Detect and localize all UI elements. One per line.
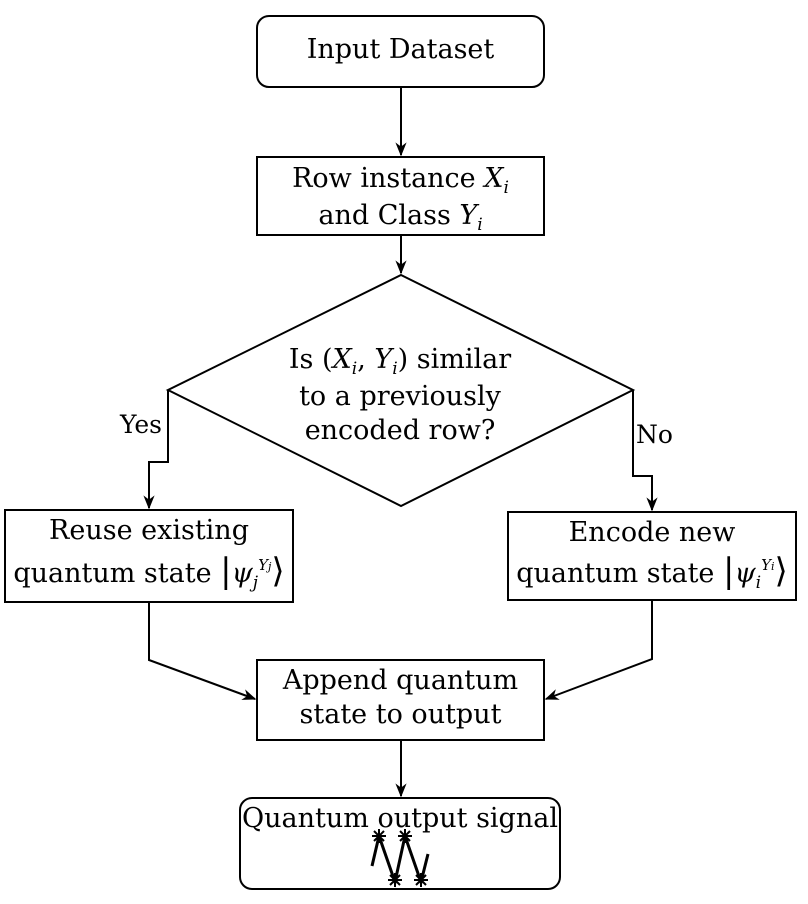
edge-decision-no: [632, 390, 658, 512]
edge-label-yes: Yes: [120, 410, 162, 439]
input-dataset-text: Input Dataset: [306, 34, 495, 65]
psi-sub: j: [252, 573, 259, 593]
psi-sup-sub: i: [771, 560, 775, 573]
append-line1: Append quantum: [282, 665, 519, 696]
decision-line2: to a previously: [299, 381, 501, 412]
row-instance-prefix: Row instance: [292, 163, 485, 194]
node-append-state: [256, 659, 545, 741]
append-line2: state to output: [299, 699, 502, 730]
comma: ,: [357, 344, 375, 375]
sub-i: i: [351, 359, 358, 379]
decision-line3: encoded row?: [304, 415, 496, 446]
input-dataset-label: Input Dataset: [257, 33, 544, 67]
var-x: X: [332, 344, 352, 375]
node-row-instance: [256, 156, 545, 236]
append-state-label: Append quantum state to output: [257, 664, 544, 732]
encode-line1: Encode new: [568, 517, 736, 548]
psi-sup-sub: j: [267, 560, 272, 573]
quantum-wave-icon: [370, 829, 430, 888]
row-instance-label: Row instance Xi and Class Yi: [257, 162, 544, 236]
reuse-line2: quantum state |ψjYj⟩: [5, 554, 293, 596]
decision-suffix: ) similar: [397, 344, 512, 375]
var-x: X: [484, 163, 504, 194]
decision-prefix: Is (: [288, 344, 333, 375]
sub-i: i: [503, 178, 509, 198]
psi-symbol: ψ: [231, 558, 253, 589]
row-instance-line1: Row instance Xi: [257, 162, 544, 199]
row-instance-line2: and Class Yi: [257, 199, 544, 236]
decision-label: Is (Xi, Yi) similar to a previously enco…: [230, 343, 570, 448]
sub-i: i: [392, 359, 398, 379]
node-quantum-output: [239, 797, 561, 890]
reuse-line1: Reuse existing: [49, 515, 249, 546]
sub-i: i: [477, 215, 483, 235]
encode-prefix: quantum state: [516, 558, 723, 589]
edge-decision-yes: [143, 390, 169, 510]
ket-left: |: [723, 551, 735, 591]
node-decision: [165, 273, 636, 508]
psi-sup-var: Y: [258, 556, 268, 574]
psi-sub: i: [755, 573, 762, 593]
quantum-output-label: Quantum output signal: [240, 802, 560, 836]
quantum-output-text: Quantum output signal: [242, 803, 558, 834]
encode-line2: quantum state |ψiYi⟩: [508, 554, 796, 596]
var-y: Y: [459, 200, 478, 231]
edge-reuse-to-append: [148, 602, 257, 700]
edge-label-no: No: [636, 420, 673, 449]
psi-sup: Yj: [258, 556, 271, 574]
decision-line1: Is (Xi, Yi) similar: [230, 343, 570, 380]
ket-right: ⟩: [271, 551, 285, 591]
class-prefix: and Class: [318, 200, 460, 231]
reuse-state-label: Reuse existing quantum state |ψjYj⟩: [5, 514, 293, 596]
ket-right: ⟩: [774, 551, 788, 591]
var-y: Y: [374, 344, 393, 375]
reuse-prefix: quantum state: [13, 558, 221, 589]
psi-sup: Yi: [761, 556, 774, 574]
encode-state-label: Encode new quantum state |ψiYi⟩: [508, 516, 796, 596]
edge-encode-to-append: [544, 600, 653, 700]
ket-left: |: [220, 551, 232, 591]
psi-symbol: ψ: [734, 558, 756, 589]
psi-sup-var: Y: [761, 556, 771, 574]
node-encode-state: [507, 511, 797, 601]
